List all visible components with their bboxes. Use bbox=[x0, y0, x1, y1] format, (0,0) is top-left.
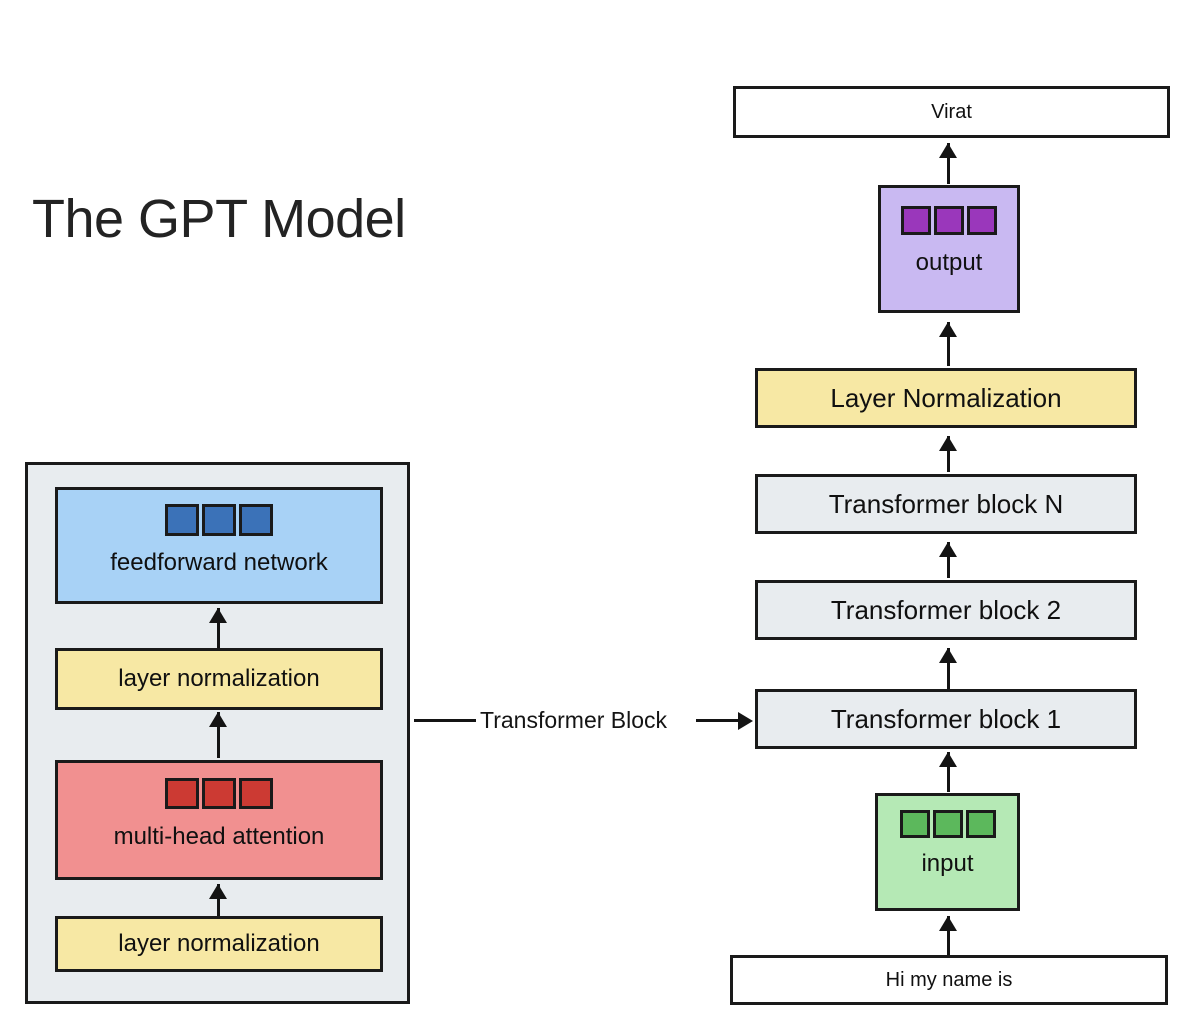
page-title: The GPT Model bbox=[32, 189, 406, 249]
output-cell bbox=[901, 206, 931, 235]
input-cell bbox=[932, 810, 963, 838]
generated-output-text: Virat bbox=[931, 100, 972, 123]
generated-output-text-box[interactable]: Virat bbox=[733, 86, 1170, 138]
transformer-block-2[interactable]: Transformer block 2 bbox=[755, 580, 1137, 640]
feedforward-cell bbox=[239, 504, 273, 536]
connector-label: Transformer Block bbox=[480, 707, 668, 733]
multi-head-attention-box[interactable]: multi-head attention bbox=[55, 760, 383, 880]
input-cell-row bbox=[899, 810, 996, 838]
multi-head-attention-label: multi-head attention bbox=[113, 823, 325, 850]
input-block[interactable]: input bbox=[875, 793, 1020, 911]
output-cell-row bbox=[901, 206, 997, 235]
attention-cell bbox=[165, 778, 199, 809]
feedforward-network-label: feedforward network bbox=[110, 549, 328, 576]
prompt-input-text: Hi my name is bbox=[885, 968, 1013, 991]
transformer-block-1[interactable]: Transformer block 1 bbox=[755, 689, 1137, 749]
transformer-block-n[interactable]: Transformer block N bbox=[755, 474, 1137, 534]
transformer-block-1-label: Transformer block 1 bbox=[830, 703, 1062, 734]
transformer-block-2-label: Transformer block 2 bbox=[830, 594, 1062, 625]
input-cell bbox=[965, 810, 996, 838]
arrow-right-icon bbox=[738, 712, 753, 730]
output-block-label: output bbox=[915, 249, 983, 276]
layer-normalization-lower-box[interactable]: layer normalization bbox=[55, 916, 383, 972]
final-layer-normalization-box[interactable]: Layer Normalization bbox=[755, 368, 1137, 428]
layer-normalization-upper-label: layer normalization bbox=[118, 665, 320, 692]
feedforward-cell bbox=[202, 504, 236, 536]
final-layer-normalization-label: Layer Normalization bbox=[830, 382, 1062, 413]
input-block-label: input bbox=[921, 850, 974, 877]
attention-cell bbox=[239, 778, 273, 809]
output-cell bbox=[934, 206, 964, 235]
attention-cell-row bbox=[165, 778, 273, 809]
transformer-block-n-label: Transformer block N bbox=[828, 488, 1064, 519]
layer-normalization-lower-label: layer normalization bbox=[118, 930, 320, 957]
output-cell bbox=[967, 206, 997, 235]
feedforward-network-box[interactable]: feedforward network bbox=[55, 487, 383, 604]
input-cell bbox=[899, 810, 930, 838]
feedforward-cell-row bbox=[165, 504, 273, 536]
layer-normalization-upper-box[interactable]: layer normalization bbox=[55, 648, 383, 710]
output-block[interactable]: output bbox=[878, 185, 1020, 313]
feedforward-cell bbox=[165, 504, 199, 536]
connector-shaft-left bbox=[414, 719, 476, 722]
attention-cell bbox=[202, 778, 236, 809]
connector-shaft-right bbox=[696, 719, 740, 722]
prompt-input-text-box[interactable]: Hi my name is bbox=[730, 955, 1168, 1005]
